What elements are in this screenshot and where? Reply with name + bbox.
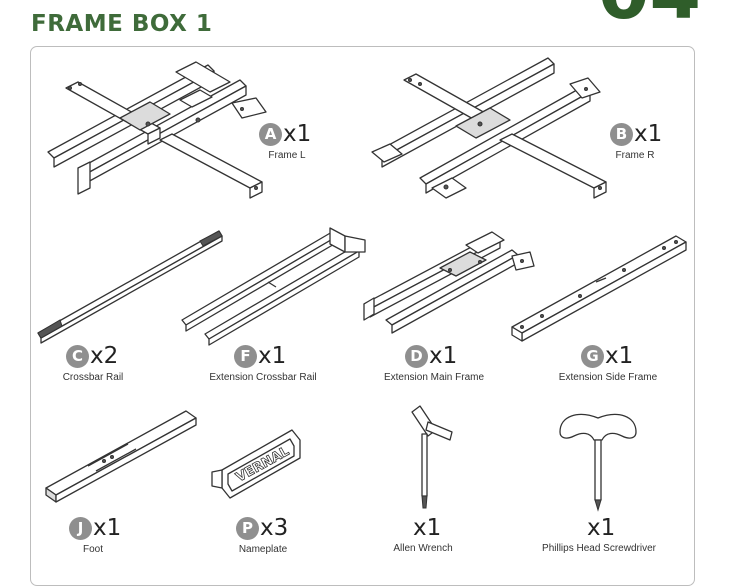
- allen-wrench-illustration: [411, 405, 453, 509]
- part-f-name: Extension Crossbar Rail: [209, 372, 317, 383]
- frame-l-illustration: [47, 61, 267, 199]
- part-p-qty: x3: [260, 515, 289, 541]
- section-title: FRAME BOX 1: [31, 11, 213, 37]
- part-f-label: F x1: [234, 343, 286, 369]
- part-f-letter: F: [234, 344, 257, 368]
- part-g-label: G x1: [581, 343, 633, 369]
- part-g-letter: G: [581, 344, 604, 368]
- part-g-qty: x1: [605, 343, 634, 369]
- part-d-qty: x1: [429, 343, 458, 369]
- nameplate-illustration: VERNAL: [211, 429, 301, 499]
- extension-main-frame-illustration: [363, 231, 535, 334]
- part-b-letter: B: [610, 122, 633, 146]
- part-a-name: Frame L: [268, 150, 306, 161]
- part-f-qty: x1: [258, 343, 287, 369]
- foot-illustration: [45, 410, 197, 503]
- part-p-name: Nameplate: [238, 544, 288, 555]
- screwdriver-qty: x1: [587, 515, 616, 541]
- part-a-letter: A: [259, 122, 282, 146]
- frame-r-illustration: [371, 57, 607, 199]
- extension-side-frame-illustration: [511, 235, 687, 342]
- part-a-qty: x1: [283, 121, 312, 147]
- page-number: 04: [598, 0, 701, 30]
- allen-wrench-name: Allen Wrench: [393, 543, 453, 554]
- allen-wrench-qty: x1: [413, 515, 442, 541]
- part-j-letter: J: [69, 516, 92, 540]
- phillips-screwdriver-illustration: [559, 413, 637, 512]
- part-d-letter: D: [405, 344, 428, 368]
- crossbar-rail-illustration: [37, 230, 223, 344]
- part-b-name: Frame R: [615, 150, 655, 161]
- extension-crossbar-rail-illustration: [181, 227, 366, 346]
- part-c-qty: x2: [90, 343, 119, 369]
- screwdriver-name: Phillips Head Screwdriver: [542, 543, 656, 554]
- part-c-letter: C: [66, 344, 89, 368]
- allen-wrench-label: x1: [412, 515, 441, 541]
- part-d-name: Extension Main Frame: [383, 372, 485, 383]
- part-j-label: J x1: [69, 515, 121, 541]
- part-j-qty: x1: [93, 515, 122, 541]
- part-c-label: C x2: [66, 343, 118, 369]
- part-j-name: Foot: [82, 544, 104, 555]
- part-a-label: A x1: [259, 121, 311, 147]
- part-d-label: D x1: [405, 343, 457, 369]
- part-c-name: Crossbar Rail: [62, 372, 124, 383]
- part-p-label: P x3: [236, 515, 288, 541]
- part-p-letter: P: [236, 516, 259, 540]
- part-g-name: Extension Side Frame: [558, 372, 658, 383]
- part-b-qty: x1: [634, 121, 663, 147]
- screwdriver-label: x1: [586, 515, 615, 541]
- part-b-label: B x1: [610, 121, 662, 147]
